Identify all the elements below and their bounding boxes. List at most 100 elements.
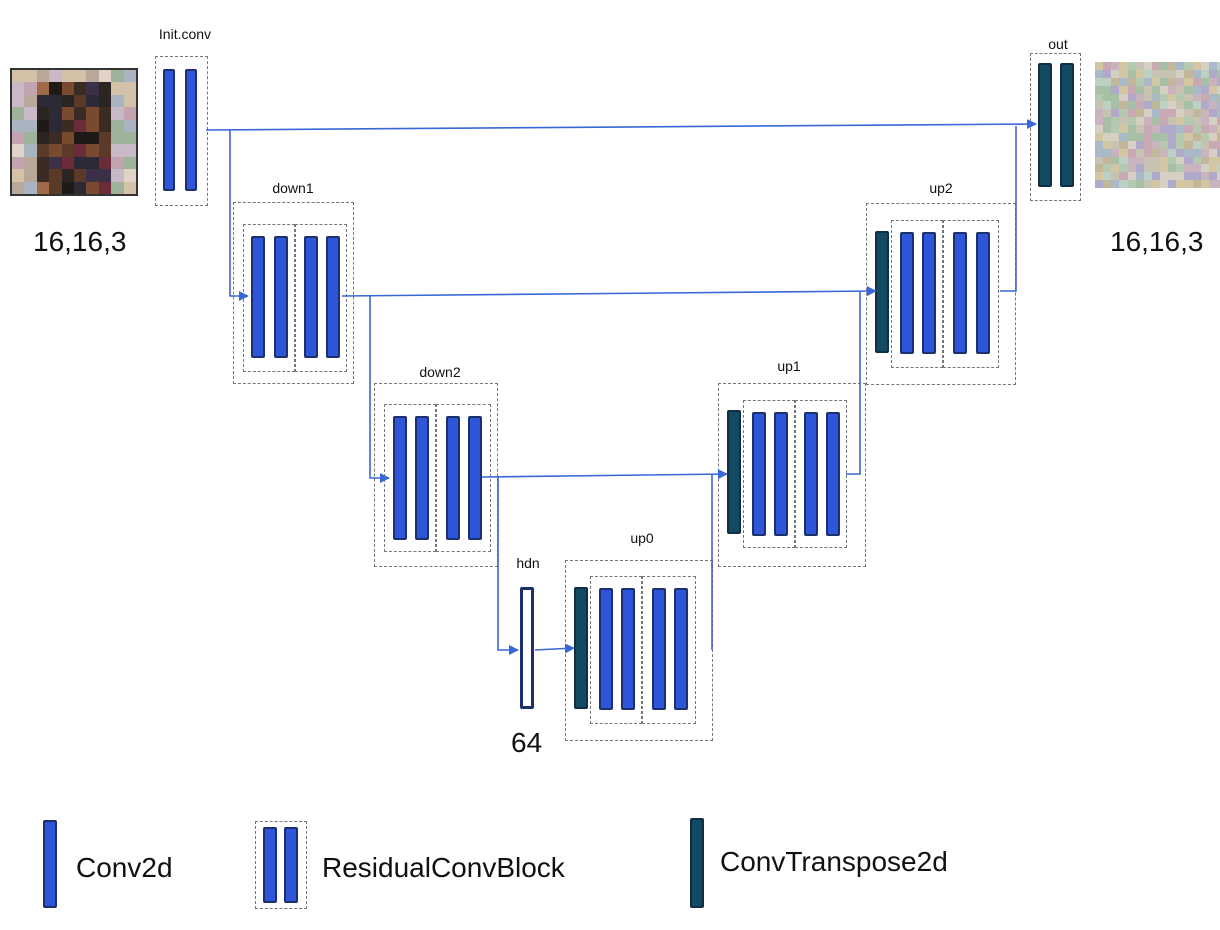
pixel <box>36 94 50 108</box>
pixel <box>49 144 62 157</box>
pixel <box>1184 69 1193 79</box>
pixel <box>1160 148 1169 157</box>
pixel <box>1127 172 1137 181</box>
pixel <box>1176 117 1185 126</box>
down1-block <box>233 202 354 384</box>
pixel <box>1103 140 1112 150</box>
pixel <box>1151 101 1161 110</box>
pixel <box>1143 148 1153 157</box>
pixel <box>1160 156 1169 165</box>
pixel <box>1160 140 1169 150</box>
pixel <box>1200 69 1210 79</box>
pixel <box>49 94 62 108</box>
pixel <box>61 82 74 95</box>
conv2d-bar <box>251 236 265 358</box>
conv2d-bar <box>953 232 967 354</box>
pixel <box>12 132 25 145</box>
pixel <box>86 156 99 170</box>
residual-block <box>590 576 642 724</box>
pixel <box>49 82 62 95</box>
up1-label: up1 <box>777 358 801 374</box>
pixel <box>1135 62 1145 71</box>
pixel <box>1127 77 1137 87</box>
flow-arrow <box>1000 126 1017 292</box>
up0-block <box>565 560 713 741</box>
up2-block <box>866 203 1016 385</box>
pixel <box>1111 77 1120 87</box>
conv2d-bar <box>446 416 460 540</box>
pixel <box>86 144 99 157</box>
pixel <box>1200 164 1210 173</box>
pixel <box>1208 164 1218 173</box>
pixel <box>1135 69 1145 79</box>
pixel <box>111 107 124 120</box>
pixel <box>1095 164 1104 173</box>
hdn-label: hdn <box>516 555 540 571</box>
pixel <box>1119 62 1128 71</box>
conv-transpose-bar <box>574 587 588 709</box>
pixel <box>12 169 25 182</box>
pixel <box>1103 125 1112 134</box>
conv-transpose-bar <box>1038 63 1052 187</box>
pixel <box>1216 132 1220 142</box>
pixel <box>123 119 136 132</box>
pixel <box>1208 140 1218 150</box>
pixel <box>49 181 62 194</box>
pixel <box>1103 93 1112 102</box>
pixel <box>1111 117 1120 126</box>
pixel <box>1168 172 1177 181</box>
pixel <box>1111 93 1120 102</box>
pixel <box>74 107 87 120</box>
pixel <box>1168 101 1177 110</box>
pixel <box>1095 156 1104 165</box>
pixel <box>1151 140 1161 150</box>
pixel <box>123 169 136 182</box>
pixel <box>1111 101 1120 110</box>
pixel <box>49 132 62 145</box>
conv2d-bar <box>900 232 914 354</box>
pixel <box>123 181 136 194</box>
pixel <box>1168 85 1177 94</box>
pixel <box>74 181 87 194</box>
pixel <box>1200 85 1210 94</box>
pixel <box>1168 148 1177 157</box>
pixel <box>86 107 99 120</box>
pixel <box>1208 148 1218 157</box>
skip-connection-arrow <box>341 286 877 297</box>
pixel <box>1168 156 1177 165</box>
pixel <box>1119 117 1128 126</box>
pixel <box>1127 117 1137 126</box>
pixel <box>1143 172 1153 181</box>
pixel <box>1192 93 1202 102</box>
pixel <box>1095 93 1104 102</box>
pixel <box>74 144 87 157</box>
pixel <box>1208 156 1218 165</box>
pixel <box>1119 140 1128 150</box>
pixel <box>1111 156 1120 165</box>
pixel <box>1135 109 1145 118</box>
pixel <box>1216 85 1220 94</box>
pixel <box>1151 109 1161 118</box>
conv2d-bar <box>284 827 298 903</box>
pixel <box>1119 132 1128 142</box>
pixel <box>1192 140 1202 150</box>
pixel <box>1127 85 1137 94</box>
pixel <box>1184 156 1193 165</box>
pixel <box>1192 77 1202 87</box>
pixel <box>1143 85 1153 94</box>
pixel <box>1160 69 1169 79</box>
pixel <box>1184 109 1193 118</box>
pixel <box>61 119 74 132</box>
pixel <box>1151 132 1161 142</box>
pixel <box>12 107 25 120</box>
pixel <box>1143 180 1153 188</box>
up2-label: up2 <box>929 180 953 196</box>
pixel <box>1168 69 1177 79</box>
pixel <box>111 82 124 95</box>
pixel <box>36 144 50 157</box>
pixel <box>1200 132 1210 142</box>
pixel <box>1192 109 1202 118</box>
pixel <box>1208 101 1218 110</box>
pixel <box>1200 180 1210 188</box>
